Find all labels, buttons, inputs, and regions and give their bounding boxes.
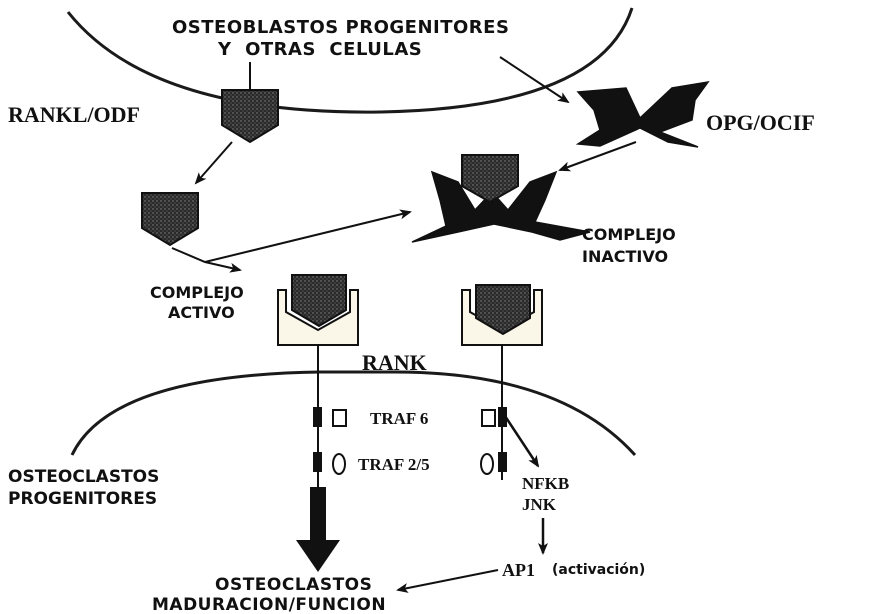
opg-label: OPG/OCIF xyxy=(706,110,815,135)
osteoclast-membrane xyxy=(70,370,637,457)
traf25-bar-right xyxy=(498,452,507,472)
osteoblastos-label-line2: Y OTRAS CELULAS xyxy=(217,39,422,60)
complejo-inactivo-label-line2: INACTIVO xyxy=(582,247,668,266)
arrow-ap1-to-maturation xyxy=(396,569,499,593)
traf25-oval-right xyxy=(480,453,494,475)
traf25-oval-left xyxy=(332,453,346,475)
traf6-bar-left xyxy=(313,407,322,427)
rankl-label: RANKL/ODF xyxy=(8,102,140,127)
opg-dimer-shape xyxy=(575,80,710,148)
arrow-osteoblast-to-opg xyxy=(499,56,570,104)
ap1-label: AP1 xyxy=(502,560,535,580)
arrow-rankl-release xyxy=(194,141,233,185)
complejo-activo-label-line1: COMPLEJO xyxy=(150,283,244,302)
osteoclastos-progenitores-label-line1: OSTEOCLASTOS xyxy=(8,467,159,487)
arrow-opg-to-inactive xyxy=(558,141,637,172)
rank-label: RANK xyxy=(362,350,427,375)
activacion-label: (activación) xyxy=(552,562,645,578)
rank-receptor-left xyxy=(277,274,359,540)
complejo-inactivo-label-line1: COMPLEJO xyxy=(582,225,676,244)
rankl-ligand-shape xyxy=(221,89,279,144)
traf25-label: TRAF 2/5 xyxy=(358,455,430,474)
jnk-label: JNK xyxy=(522,495,557,514)
free-rankl-shape xyxy=(141,192,199,247)
traf6-box-left xyxy=(332,409,347,427)
rank-receptor-right xyxy=(461,284,543,480)
osteoclastos-progenitores-label-line2: PROGENITORES xyxy=(8,489,157,509)
osteoblastos-label-line1: OSTEOBLASTOS PROGENITORES xyxy=(172,17,509,38)
osteoclastos-maduracion-label-line1: OSTEOCLASTOS xyxy=(215,575,372,595)
arrow-rankl-to-active xyxy=(171,247,242,273)
traf6-label: TRAF 6 xyxy=(370,409,428,428)
nfkb-label: NFKB xyxy=(522,474,569,493)
traf25-bar-left xyxy=(313,452,322,472)
big-arrow-to-maturation xyxy=(296,487,340,572)
inactive-complex-rankl-shape xyxy=(461,154,519,204)
arrow-rankl-to-inactive xyxy=(204,209,412,263)
traf6-box-right xyxy=(481,409,496,427)
arrow-traf-to-nfkb xyxy=(503,415,540,468)
complejo-activo-label-line2: ACTIVO xyxy=(168,303,235,322)
osteoclastos-maduracion-label-line2: MADURACION/FUNCION xyxy=(152,595,386,614)
osteoblast-membrane xyxy=(66,7,634,114)
traf6-bar-right xyxy=(498,407,507,427)
